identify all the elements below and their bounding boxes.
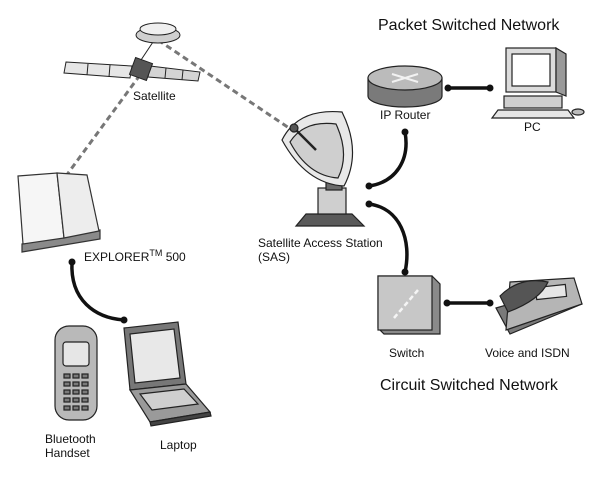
link-satellite-to-explorer xyxy=(64,74,142,177)
link-sas-to-switch xyxy=(368,202,409,273)
packet-switched-network-heading: Packet Switched Network xyxy=(378,17,560,34)
link-satellite-to-sas xyxy=(157,38,293,132)
explorer-name: EXPLORER xyxy=(84,250,150,264)
satellite-label: Satellite xyxy=(133,89,176,103)
link-endpoints xyxy=(68,84,494,324)
voice-isdn-label: Voice and ISDN xyxy=(485,346,570,360)
laptop-label: Laptop xyxy=(160,438,197,452)
switch-label: Switch xyxy=(389,346,425,360)
ip-router-icon xyxy=(367,65,443,108)
pc-label: PC xyxy=(524,120,541,134)
satellite-dish-icon xyxy=(281,110,366,227)
satellite-access-station-label: Satellite Access Station (SAS) xyxy=(258,236,383,264)
switch-icon xyxy=(377,275,441,335)
satellite-links xyxy=(64,38,293,177)
bluetooth-handset-label: Bluetooth Handset xyxy=(45,432,96,460)
desk-phone-icon xyxy=(495,277,583,335)
satellite-icon xyxy=(63,22,201,82)
explorer-terminal-icon xyxy=(17,172,101,253)
link-explorer-to-laptop xyxy=(70,261,125,322)
bluetooth-handset-icon xyxy=(54,325,98,421)
wired-links xyxy=(70,86,490,322)
explorer-label: EXPLORERTM 500 xyxy=(84,246,186,264)
explorer-model: 500 xyxy=(165,250,186,264)
ip-router-label: IP Router xyxy=(380,108,431,122)
laptop-icon xyxy=(123,321,212,427)
trademark-mark: TM xyxy=(149,248,163,258)
link-sas-to-router xyxy=(368,131,408,188)
circuit-switched-network-heading: Circuit Switched Network xyxy=(380,377,558,394)
pc-icon xyxy=(490,46,585,119)
